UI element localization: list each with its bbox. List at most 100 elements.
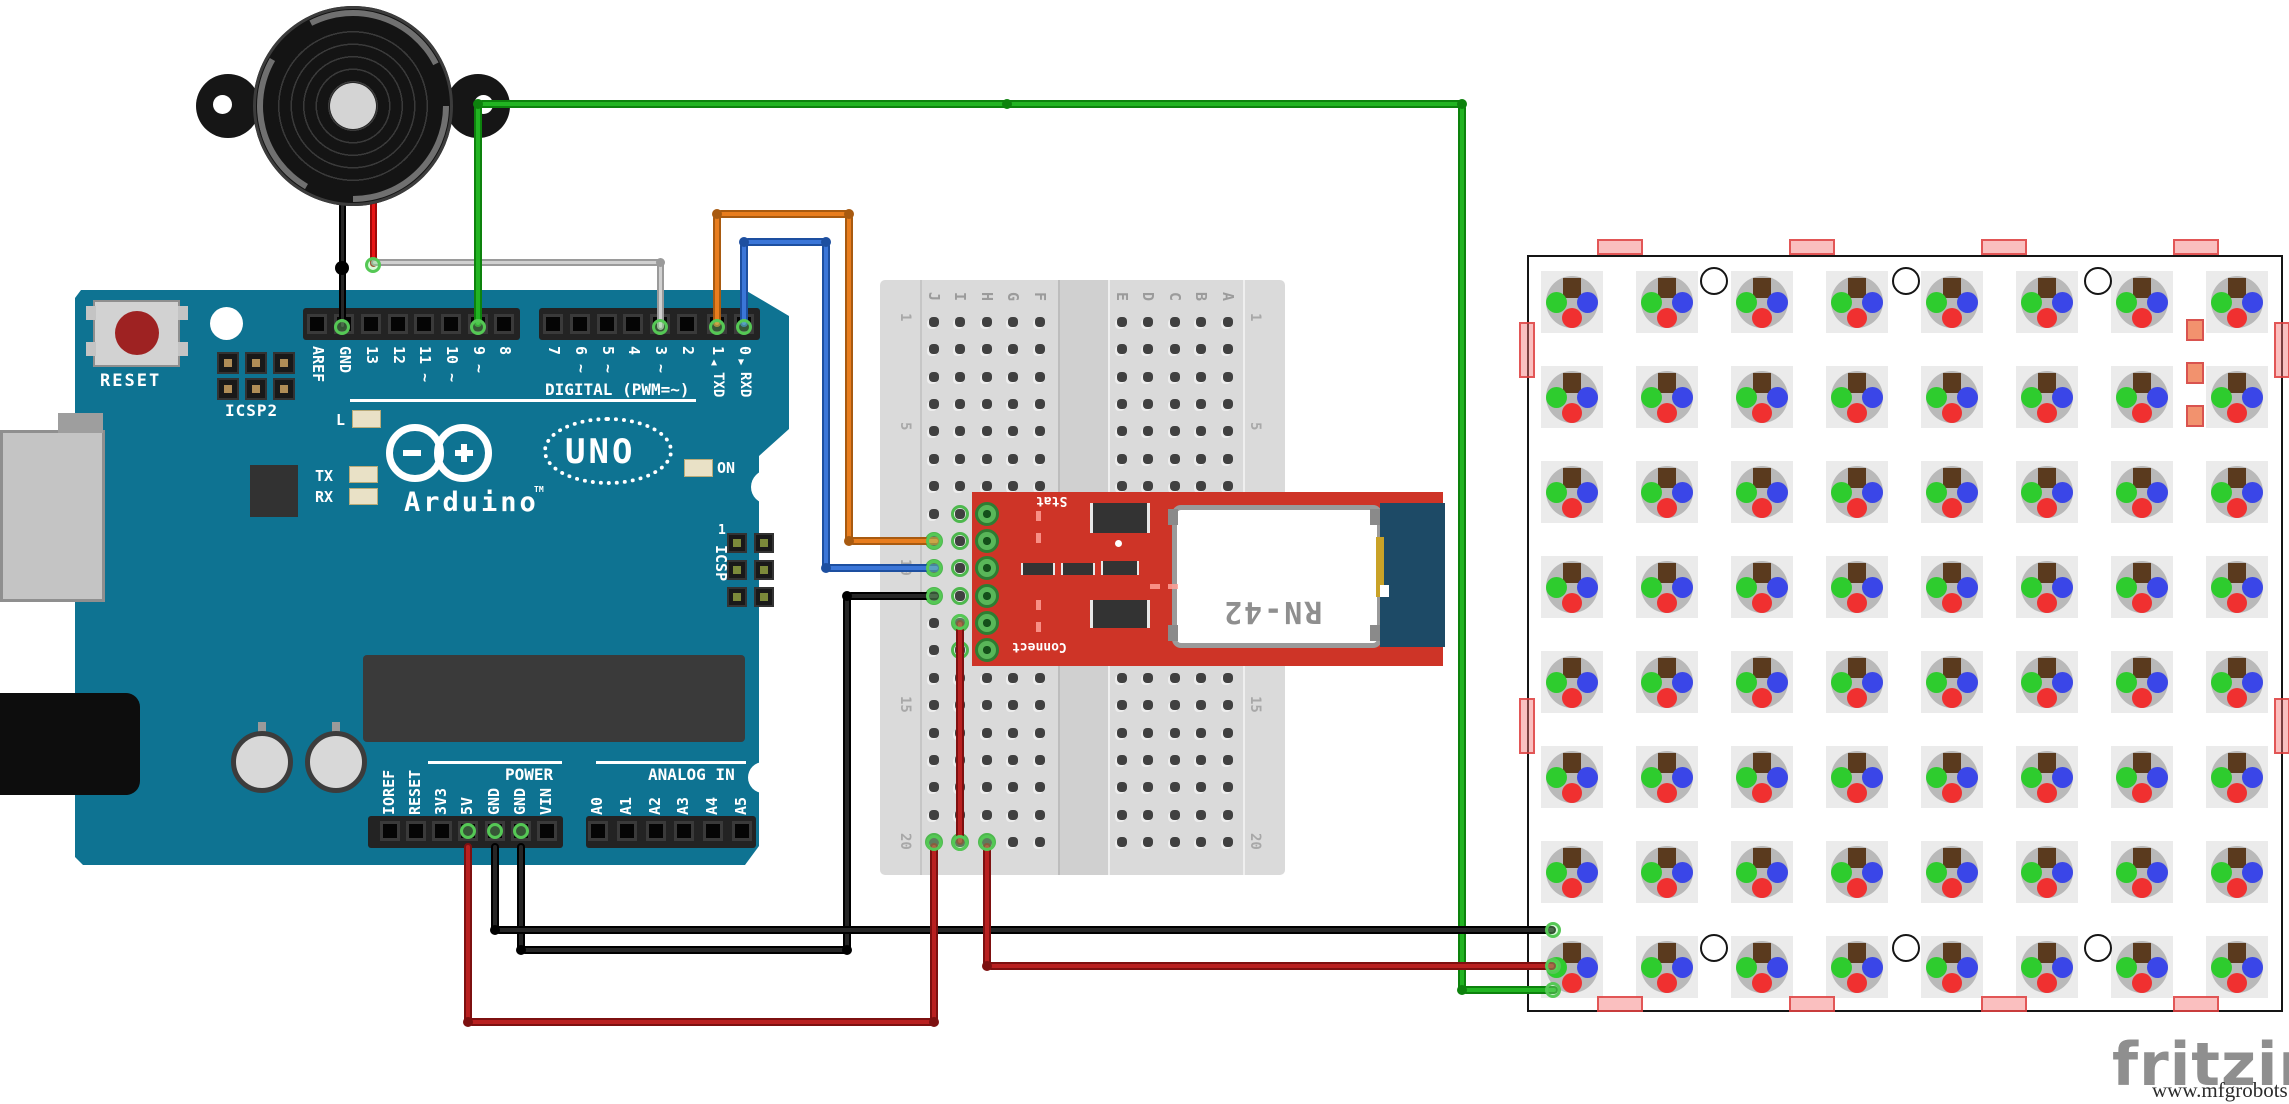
breadboard-hole[interactable] bbox=[1117, 673, 1127, 683]
breadboard-hole[interactable] bbox=[1223, 673, 1233, 683]
wire-black[interactable] bbox=[843, 596, 851, 952]
neopixel-led[interactable] bbox=[1826, 936, 1888, 998]
breadboard-hole[interactable] bbox=[1196, 782, 1206, 792]
breadboard-hole[interactable] bbox=[1117, 810, 1127, 820]
neopixel-led[interactable] bbox=[2111, 556, 2173, 618]
breadboard-hole[interactable] bbox=[1008, 426, 1018, 436]
wire-red[interactable] bbox=[930, 843, 938, 1024]
breadboard-hole[interactable] bbox=[1170, 837, 1180, 847]
breadboard-hole[interactable] bbox=[982, 810, 992, 820]
wire-blue[interactable] bbox=[740, 242, 748, 327]
breadboard-hole[interactable] bbox=[929, 426, 939, 436]
breadboard-hole[interactable] bbox=[929, 372, 939, 382]
neopixel-led[interactable] bbox=[1826, 651, 1888, 713]
wire-black[interactable] bbox=[517, 843, 525, 952]
breadboard-hole[interactable] bbox=[982, 426, 992, 436]
breadboard-hole[interactable] bbox=[982, 454, 992, 464]
breadboard-hole[interactable] bbox=[982, 728, 992, 738]
neopixel-led[interactable] bbox=[1731, 841, 1793, 903]
breadboard-hole[interactable] bbox=[1117, 728, 1127, 738]
analog-pin-a5[interactable] bbox=[732, 821, 752, 841]
neopixel-led[interactable] bbox=[1921, 746, 1983, 808]
breadboard-hole[interactable] bbox=[1223, 837, 1233, 847]
digital-pin-13[interactable] bbox=[361, 314, 381, 334]
breadboard-hole[interactable] bbox=[1196, 700, 1206, 710]
breadboard-hole[interactable] bbox=[929, 810, 939, 820]
neopixel-led[interactable] bbox=[1731, 651, 1793, 713]
breadboard-hole[interactable] bbox=[955, 317, 965, 327]
neopixel-led[interactable] bbox=[2111, 461, 2173, 523]
breadboard-hole[interactable] bbox=[982, 344, 992, 354]
neopixel-led[interactable] bbox=[2206, 556, 2268, 618]
neopixel-led[interactable] bbox=[1636, 271, 1698, 333]
analog-pin-a1[interactable] bbox=[617, 821, 637, 841]
breadboard-hole[interactable] bbox=[1008, 810, 1018, 820]
breadboard-hole[interactable] bbox=[1035, 782, 1045, 792]
breadboard-hole[interactable] bbox=[1170, 481, 1180, 491]
wire-blue[interactable] bbox=[826, 564, 940, 572]
breadboard-hole[interactable] bbox=[1008, 399, 1018, 409]
breadboard-hole[interactable] bbox=[955, 426, 965, 436]
neopixel-led[interactable] bbox=[1636, 461, 1698, 523]
breadboard-hole[interactable] bbox=[982, 673, 992, 683]
neopixel-led[interactable] bbox=[1541, 651, 1603, 713]
neopixel-led[interactable] bbox=[1826, 746, 1888, 808]
breadboard-hole[interactable] bbox=[1143, 755, 1153, 765]
breadboard-hole[interactable] bbox=[1223, 399, 1233, 409]
breadboard-hole[interactable] bbox=[1008, 837, 1018, 847]
breadboard-hole[interactable] bbox=[1035, 426, 1045, 436]
breadboard-hole[interactable] bbox=[1223, 728, 1233, 738]
breadboard-hole[interactable] bbox=[1008, 700, 1018, 710]
neopixel-led[interactable] bbox=[2111, 366, 2173, 428]
neopixel-led[interactable] bbox=[2206, 461, 2268, 523]
neopixel-led[interactable] bbox=[1636, 556, 1698, 618]
analog-pin-a2[interactable] bbox=[646, 821, 666, 841]
breadboard-hole[interactable] bbox=[1196, 481, 1206, 491]
breadboard-hole[interactable] bbox=[1117, 755, 1127, 765]
breadboard-hole[interactable] bbox=[1117, 426, 1127, 436]
neopixel-led[interactable] bbox=[2016, 936, 2078, 998]
neopixel-led[interactable] bbox=[1541, 366, 1603, 428]
neopixel-led[interactable] bbox=[1826, 271, 1888, 333]
wire-red[interactable] bbox=[464, 843, 472, 1024]
breadboard-hole[interactable] bbox=[1117, 837, 1127, 847]
neopixel-led[interactable] bbox=[2206, 746, 2268, 808]
breadboard-hole[interactable] bbox=[1035, 399, 1045, 409]
breadboard-hole[interactable] bbox=[1035, 317, 1045, 327]
breadboard-hole[interactable] bbox=[929, 728, 939, 738]
neopixel-led[interactable] bbox=[2206, 366, 2268, 428]
neopixel-led[interactable] bbox=[2016, 651, 2078, 713]
breadboard-hole[interactable] bbox=[1143, 673, 1153, 683]
neopixel-led[interactable] bbox=[1826, 366, 1888, 428]
wire-green[interactable] bbox=[1462, 986, 1558, 994]
digital-pin-8[interactable] bbox=[494, 314, 514, 334]
breadboard-hole[interactable] bbox=[1170, 399, 1180, 409]
breadboard-hole[interactable] bbox=[1170, 317, 1180, 327]
breadboard-hole[interactable] bbox=[929, 509, 939, 519]
digital-pin-10[interactable] bbox=[441, 314, 461, 334]
breadboard-hole[interactable] bbox=[1196, 755, 1206, 765]
neopixel-led[interactable] bbox=[1731, 366, 1793, 428]
neopixel-led[interactable] bbox=[1826, 556, 1888, 618]
power-pin-ioref-0[interactable] bbox=[380, 821, 400, 841]
breadboard-hole[interactable] bbox=[1196, 837, 1206, 847]
breadboard-hole[interactable] bbox=[1223, 755, 1233, 765]
breadboard-hole[interactable] bbox=[1223, 454, 1233, 464]
breadboard-hole[interactable] bbox=[982, 782, 992, 792]
breadboard-hole[interactable] bbox=[1196, 399, 1206, 409]
analog-pin-a0[interactable] bbox=[588, 821, 608, 841]
breadboard-hole[interactable] bbox=[1223, 317, 1233, 327]
breadboard-hole[interactable] bbox=[1170, 372, 1180, 382]
neopixel-led[interactable] bbox=[1921, 556, 1983, 618]
breadboard-hole[interactable] bbox=[1117, 344, 1127, 354]
breadboard-hole[interactable] bbox=[1143, 782, 1153, 792]
digital-pin-5[interactable] bbox=[597, 314, 617, 334]
breadboard-hole[interactable] bbox=[1143, 344, 1153, 354]
breadboard-hole[interactable] bbox=[1170, 454, 1180, 464]
breadboard-hole[interactable] bbox=[1008, 481, 1018, 491]
wire-orange[interactable] bbox=[713, 214, 721, 327]
breadboard-hole[interactable] bbox=[1196, 454, 1206, 464]
breadboard-hole[interactable] bbox=[929, 618, 939, 628]
breadboard-hole[interactable] bbox=[1117, 372, 1127, 382]
wire-red[interactable] bbox=[468, 1018, 936, 1026]
